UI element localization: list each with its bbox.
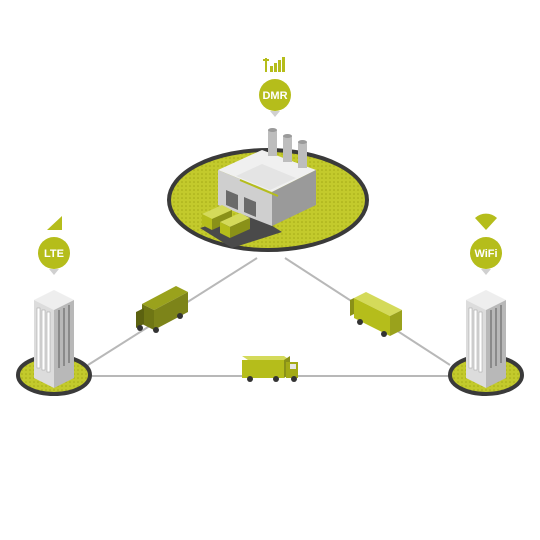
lte-badge-label: LTE — [44, 248, 64, 260]
office-building-icon — [34, 290, 74, 388]
factory-node: DMR — [167, 57, 369, 252]
antenna-bars-icon — [263, 57, 285, 72]
triangle-signal-icon — [47, 216, 62, 230]
wifi-icon — [475, 213, 497, 230]
dmr-badge-label: DMR — [262, 90, 287, 102]
lte-badge — [38, 237, 70, 269]
truck-bottom-icon — [242, 356, 298, 382]
factory-icon — [218, 128, 316, 226]
dock-truck-icon — [202, 205, 232, 230]
dock-truck-icon — [220, 213, 250, 238]
truck-left-icon — [136, 286, 188, 333]
lte-tower-node: LTE — [16, 216, 92, 396]
wifi-badge — [470, 237, 502, 269]
dmr-badge — [259, 79, 291, 111]
truck-right-icon — [350, 292, 402, 337]
wifi-tower-node: WiFi — [448, 213, 524, 396]
office-building-icon — [466, 290, 506, 388]
wifi-badge-label: WiFi — [474, 248, 497, 260]
